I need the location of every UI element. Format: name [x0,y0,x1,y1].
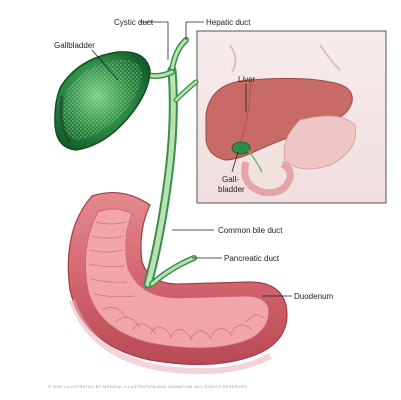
label-gall-bladder-line1: Gall- [222,175,239,184]
leader-gall-bladder-inset [231,151,239,173]
gallbladder-shadow [59,95,72,143]
inset-panel [196,30,387,204]
liver-shape [205,77,353,161]
label-common-bile-duct: Common bile duct [218,226,283,235]
label-gallbladder: Gallbladder [54,41,95,50]
label-hepatic-duct: Hepatic duct [206,18,251,27]
hepatic-duct-branch-lumen [174,80,198,102]
label-cystic-duct: Cystic duct [114,18,154,27]
gallbladder-bile-texture [62,59,142,140]
inset-stomach [283,115,357,170]
label-pancreatic-duct: Pancreatic duct [224,254,280,263]
inset-duodenum [241,160,294,197]
duodenum-lumen [85,208,270,349]
pancreatic-duct-lumen [150,256,196,286]
duodenum [67,191,288,375]
bile-duct-system [137,37,199,289]
label-liver: Liver [238,75,256,84]
leader-lines [91,21,292,297]
label-gall-bladder-line2: bladder [218,185,245,194]
inset-body-contour [319,44,341,71]
hepatic-duct-lumen [170,38,188,72]
gallbladder [54,51,151,151]
leader-gallbladder [91,49,119,81]
duodenum-outer-shadow [69,299,272,375]
inset-body-contour [229,44,237,73]
common-bile-duct-lumen [145,67,176,287]
inset-gallbladder [231,141,251,155]
label-duodenum: Duodenum [294,292,333,301]
inset-bile-duct [247,149,263,173]
duodenum-folds [88,221,265,341]
credit-line: © 2000 ILLUSTRATED BY MEDICAL ILLUSTRATI… [48,384,247,389]
labels: Cystic duct Hepatic duct Gallbladder Liv… [48,18,333,389]
